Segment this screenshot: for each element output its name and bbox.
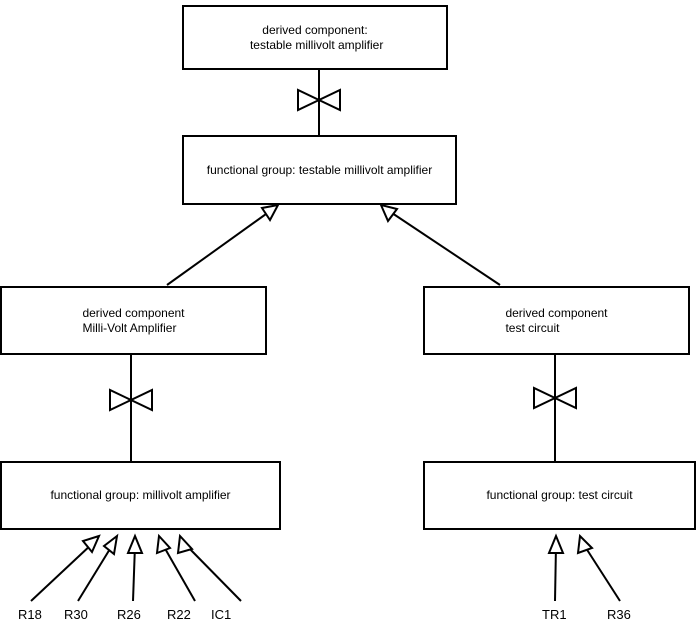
leaf-label-r26: R26	[117, 607, 141, 622]
node-label: derived component test circuit	[505, 305, 608, 335]
node-derived-testable-millivolt-amplifier[interactable]: derived component: testable millivolt am…	[182, 5, 448, 70]
leaf-label-r36: R36	[607, 607, 631, 622]
leaf-arrow-tr1	[547, 533, 565, 602]
leaf-label-r30: R30	[64, 607, 88, 622]
node-functional-group-test-circuit[interactable]: functional group: test circuit	[423, 461, 696, 530]
node-label: functional group: millivolt amplifier	[50, 488, 231, 502]
node-functional-group-testable-millivolt-amplifier[interactable]: functional group: testable millivolt amp…	[182, 135, 457, 205]
leaf-label-r18: R18	[18, 607, 42, 622]
leaf-arrow-r22	[155, 533, 196, 602]
leaf-label-tr1: TR1	[542, 607, 567, 622]
leaf-arrow-r30	[77, 533, 119, 602]
node-derived-test-circuit[interactable]: derived component test circuit	[423, 286, 690, 355]
leaf-label-ic1: IC1	[211, 607, 232, 622]
bowtie-connector-right	[533, 355, 577, 461]
generalization-arrow-testcircuit	[379, 203, 501, 286]
leaf-arrow-ic1	[176, 533, 242, 602]
node-label: derived component Milli-Volt Amplifier	[82, 305, 185, 335]
bowtie-connector-top	[297, 70, 341, 135]
bowtie-connector-left	[109, 355, 153, 461]
leaf-arrow-r36	[576, 533, 621, 602]
node-derived-milli-volt-amplifier[interactable]: derived component Milli-Volt Amplifier	[0, 286, 267, 355]
node-label: derived component: testable millivolt am…	[249, 22, 384, 52]
node-functional-group-millivolt-amplifier[interactable]: functional group: millivolt amplifier	[0, 461, 281, 530]
node-label: functional group: testable millivolt amp…	[206, 162, 433, 177]
leaf-label-r22: R22	[167, 607, 191, 622]
leaf-arrow-r18	[30, 534, 101, 602]
leaf-arrow-r26	[126, 533, 144, 602]
generalization-arrow-millivolt	[166, 203, 280, 286]
node-label: functional group: test circuit	[486, 488, 633, 502]
